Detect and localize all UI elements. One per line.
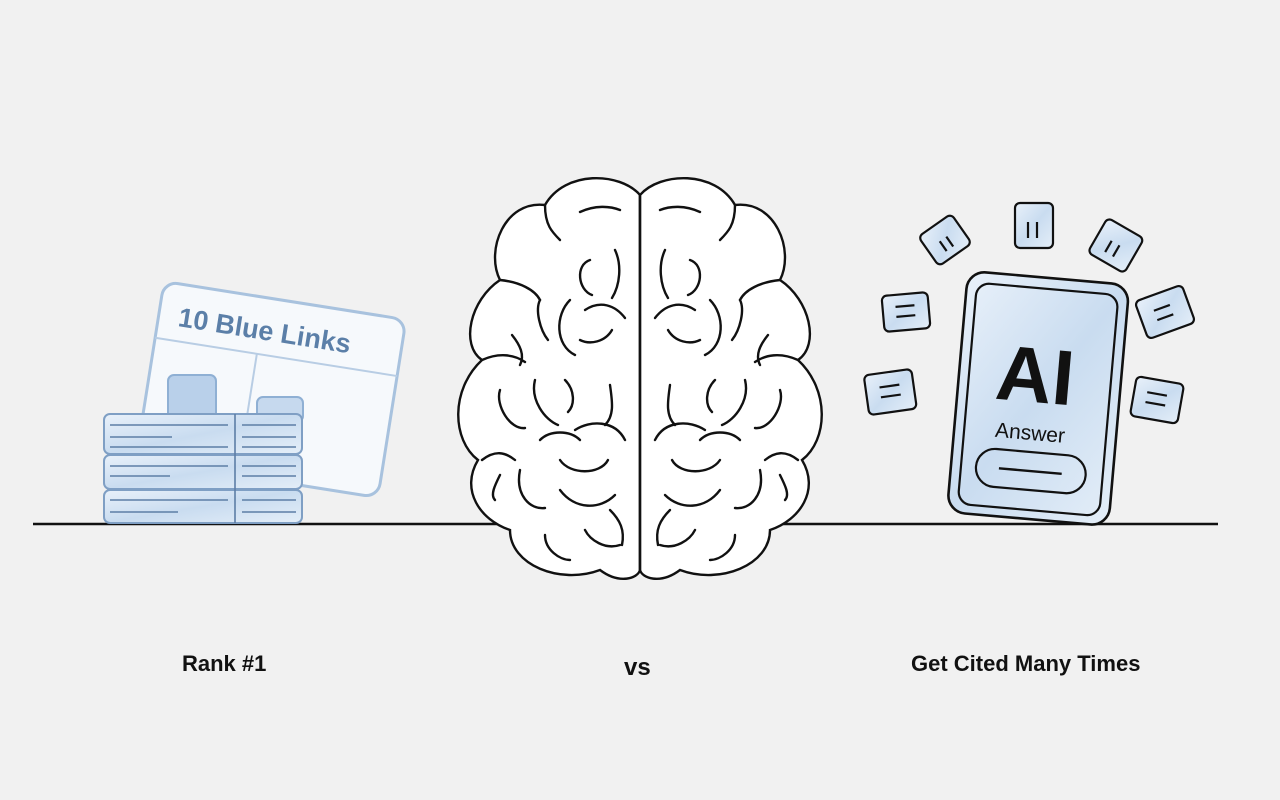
ai-answer-illustration: AI Answer [863,201,1196,526]
brain-icon [457,177,823,580]
caption-vs: vs [624,654,651,681]
blue-links-illustration: 10 Blue Links [103,281,406,524]
ai-answer-card: AI Answer [947,271,1130,526]
caption-get-cited: Get Cited Many Times [911,651,1141,676]
citation-tiles [863,201,1196,425]
caption-rank-1: Rank #1 [182,651,267,676]
results-stack [103,413,303,524]
card-ai-text: AI [992,328,1077,422]
